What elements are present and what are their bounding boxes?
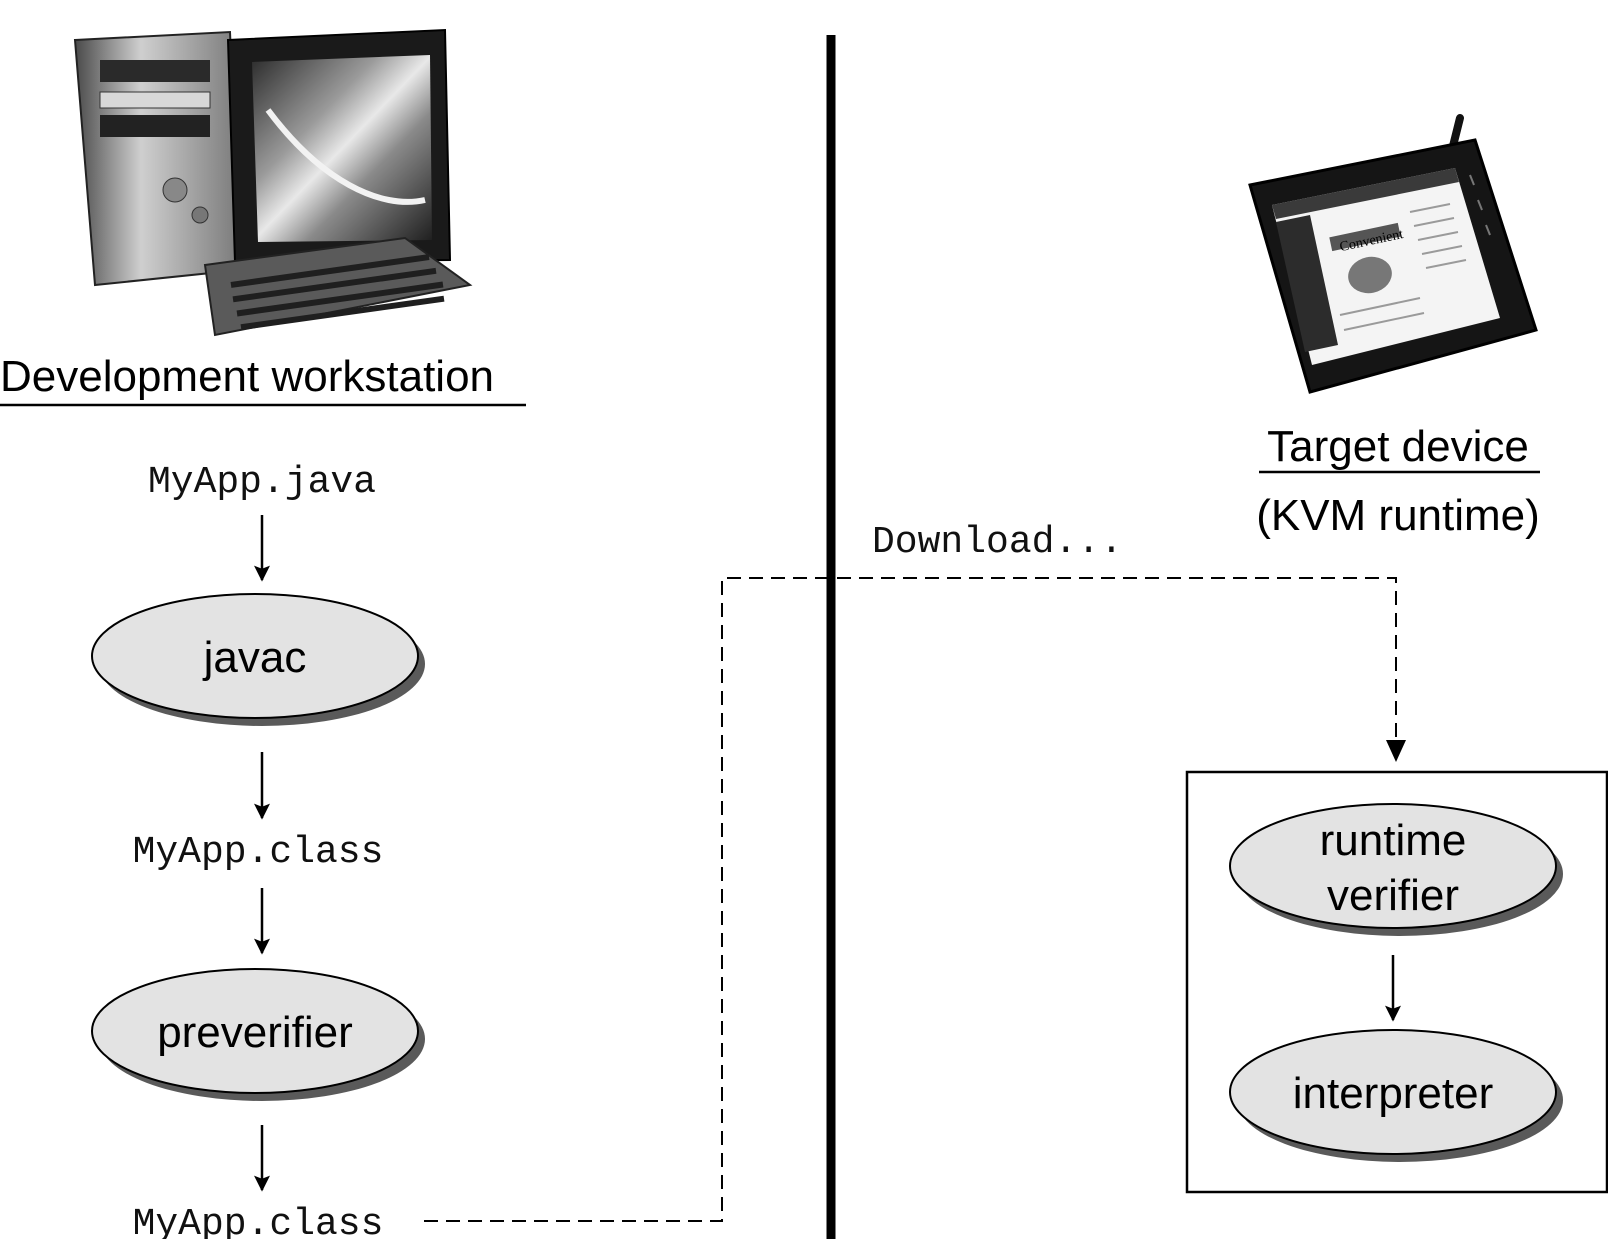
interpreter-label: interpreter — [1293, 1069, 1494, 1118]
preverifier-node: preverifier — [91, 968, 425, 1101]
download-label: Download... — [872, 521, 1123, 564]
desktop-computer-icon — [73, 28, 473, 337]
download-arrowhead — [1386, 740, 1406, 762]
source-file-label: MyApp.java — [148, 461, 376, 504]
class-file-label: MyApp.class — [133, 831, 384, 874]
preverifier-label: preverifier — [157, 1008, 353, 1057]
runtime-verifier-node: runtime verifier — [1229, 803, 1563, 936]
runtime-verifier-label-line2: verifier — [1327, 871, 1459, 920]
device-heading: Target device — [1267, 422, 1529, 471]
workstation-heading: Development workstation — [0, 352, 494, 401]
download-path — [424, 577, 1397, 1222]
kvm-runtime-box — [1185, 770, 1608, 1194]
runtime-verifier-label-line1: runtime — [1320, 816, 1467, 865]
javac-label: javac — [202, 633, 307, 682]
javac-node: javac — [91, 593, 425, 726]
interpreter-node: interpreter — [1229, 1029, 1563, 1162]
device-subheading: (KVM runtime) — [1256, 491, 1540, 540]
preverified-class-file-label: MyApp.class — [133, 1203, 384, 1239]
tablet-device-icon: Convenient — [1248, 114, 1538, 394]
